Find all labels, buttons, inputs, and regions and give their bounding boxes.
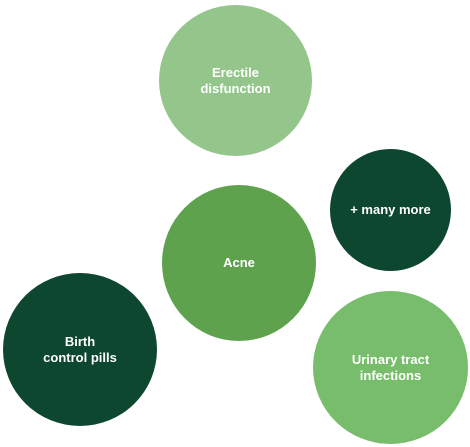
bubble-acne: Acne [162,185,316,341]
bubble-label: Urinary tract infections [351,351,430,383]
bubble-urinary-tract-infections: Urinary tract infections [313,291,468,444]
bubble-label: Erectile disfunction [200,64,271,96]
bubble-erectile-disfunction: Erectile disfunction [159,5,312,156]
bubble-label: Acne [223,255,255,270]
bubble-birth-control-pills: Birth control pills [3,273,157,426]
bubble-many-more: + many more [330,149,451,271]
bubble-label: Birth control pills [43,333,117,365]
bubble-label: + many more [350,202,431,217]
